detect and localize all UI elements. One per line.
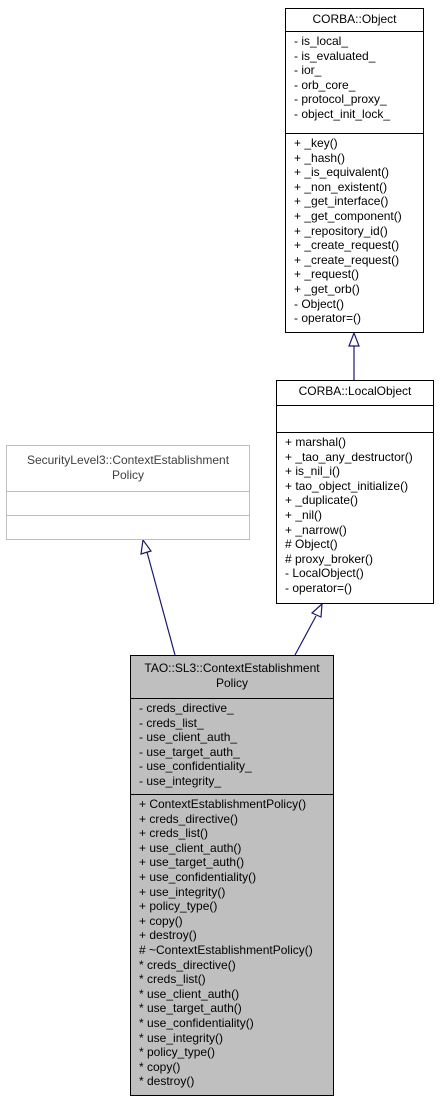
attribute-row: - creds_list_ bbox=[139, 715, 204, 730]
class-title-line: TAO::SL3::ContextEstablishment bbox=[144, 661, 320, 675]
attribute-row: - use_confidentiality_ bbox=[139, 759, 252, 774]
attribute-row: - object_init_lock_ bbox=[294, 106, 391, 121]
attribute-row: - use_client_auth_ bbox=[139, 730, 238, 745]
attributes-section: - creds_directive_- creds_list_- use_cli… bbox=[131, 698, 333, 794]
operations-section: + ContextEstablishmentPolicy()+ creds_di… bbox=[131, 794, 333, 1095]
attribute-row: - use_target_auth_ bbox=[139, 744, 240, 759]
class-title: SecurityLevel3::ContextEstablishment Pol… bbox=[7, 446, 249, 491]
operation-row: # Object() bbox=[285, 537, 338, 552]
operation-row: + _key() bbox=[294, 136, 338, 150]
operation-row: * copy() bbox=[139, 1059, 181, 1074]
operation-row: + use_confidentiality() bbox=[139, 869, 257, 884]
attribute-row: - use_integrity_ bbox=[139, 773, 222, 788]
operation-row: + _create_request() bbox=[294, 238, 400, 253]
class-title-line: Policy bbox=[215, 676, 248, 690]
operations-section: + _key()+ _hash()+ _is_equivalent()+ _no… bbox=[286, 133, 423, 332]
attributes-section bbox=[7, 491, 249, 515]
operation-row: + copy() bbox=[139, 913, 183, 928]
attribute-row: - is_evaluated_ bbox=[294, 48, 376, 63]
operation-row: + policy_type() bbox=[139, 899, 218, 914]
operation-row: + _nil() bbox=[285, 507, 323, 522]
operation-row: - LocalObject() bbox=[285, 566, 364, 581]
edge-tao-to-sl3policy bbox=[146, 551, 176, 656]
operation-row: * use_target_auth() bbox=[139, 1001, 242, 1016]
operation-row: + _hash() bbox=[294, 150, 346, 165]
operation-row: - operator=() bbox=[285, 580, 353, 595]
operation-row: + use_target_auth() bbox=[139, 855, 245, 870]
operation-row: * creds_directive() bbox=[139, 957, 236, 972]
operations-section: + marshal()+ _tao_any_destructor()+ is_n… bbox=[277, 432, 433, 603]
edge-tao-to-localobject bbox=[294, 615, 317, 656]
class-title-line: SecurityLevel3::ContextEstablishment bbox=[26, 453, 230, 467]
attributes-section bbox=[277, 405, 433, 432]
operation-row: + _request() bbox=[294, 267, 360, 282]
class-corba-object[interactable]: CORBA::Object - is_local_- is_evaluated_… bbox=[285, 8, 424, 333]
operation-row: + _duplicate() bbox=[285, 493, 359, 508]
attribute-row: - ior_ bbox=[294, 63, 322, 78]
attribute-row: - creds_directive_ bbox=[139, 701, 234, 715]
class-title: TAO::SL3::ContextEstablishment Policy bbox=[131, 656, 333, 698]
operation-row: + destroy() bbox=[139, 928, 197, 943]
operation-row: - Object() bbox=[294, 296, 345, 311]
attribute-row: - orb_core_ bbox=[294, 77, 356, 92]
class-securitylevel3-contextestablishmentpolicy[interactable]: SecurityLevel3::ContextEstablishment Pol… bbox=[6, 445, 250, 540]
operation-row: + use_client_auth() bbox=[139, 840, 242, 855]
operations-section bbox=[7, 515, 249, 539]
operation-row: + tao_object_initialize() bbox=[285, 478, 409, 493]
operation-row: * creds_list() bbox=[139, 972, 206, 987]
edge-arrowhead-object bbox=[348, 331, 360, 347]
class-title: CORBA::LocalObject bbox=[298, 384, 412, 398]
operation-row: - operator=() bbox=[294, 311, 362, 326]
attribute-row: - protocol_proxy_ bbox=[294, 92, 387, 107]
class-corba-localobject[interactable]: CORBA::LocalObject + marshal()+ _tao_any… bbox=[276, 380, 434, 604]
operation-row: + creds_list() bbox=[139, 826, 209, 841]
class-tao-sl3-contextestablishmentpolicy[interactable]: TAO::SL3::ContextEstablishment Policy - … bbox=[130, 655, 334, 1096]
operation-row: + creds_directive() bbox=[139, 811, 239, 826]
operation-row: + _tao_any_destructor() bbox=[285, 449, 413, 464]
operation-row: + _is_equivalent() bbox=[294, 165, 390, 180]
operation-row: + _get_component() bbox=[294, 208, 402, 223]
operation-row: * destroy() bbox=[139, 1074, 195, 1089]
operation-row: + is_nil_i() bbox=[285, 464, 341, 479]
operation-row: + use_integrity() bbox=[139, 884, 226, 899]
operation-row: + marshal() bbox=[285, 435, 347, 449]
edge-arrowhead-localobject bbox=[310, 602, 323, 618]
operation-row: + _non_existent() bbox=[294, 179, 388, 194]
operation-row: # ~ContextEstablishmentPolicy() bbox=[139, 942, 313, 957]
edge-arrowhead-sl3policy bbox=[140, 538, 152, 555]
operation-row: + _get_interface() bbox=[294, 194, 389, 209]
class-title-line: Policy bbox=[111, 468, 144, 482]
attributes-section: - is_local_- is_evaluated_- ior_- orb_co… bbox=[286, 31, 423, 133]
operation-row: + _create_request() bbox=[294, 252, 400, 267]
operation-row: + _repository_id() bbox=[294, 223, 388, 238]
operation-row: + _get_orb() bbox=[294, 281, 360, 296]
attribute-row: - is_local_ bbox=[294, 34, 349, 48]
operation-row: * use_client_auth() bbox=[139, 986, 240, 1001]
operation-row: * policy_type() bbox=[139, 1045, 216, 1060]
operation-row: + _narrow() bbox=[285, 522, 347, 537]
operation-row: # proxy_broker() bbox=[285, 551, 374, 566]
class-title: CORBA::Object bbox=[312, 12, 397, 26]
operation-row: * use_confidentiality() bbox=[139, 1015, 254, 1030]
operation-row: * use_integrity() bbox=[139, 1030, 224, 1045]
operation-row: + ContextEstablishmentPolicy() bbox=[139, 797, 307, 811]
